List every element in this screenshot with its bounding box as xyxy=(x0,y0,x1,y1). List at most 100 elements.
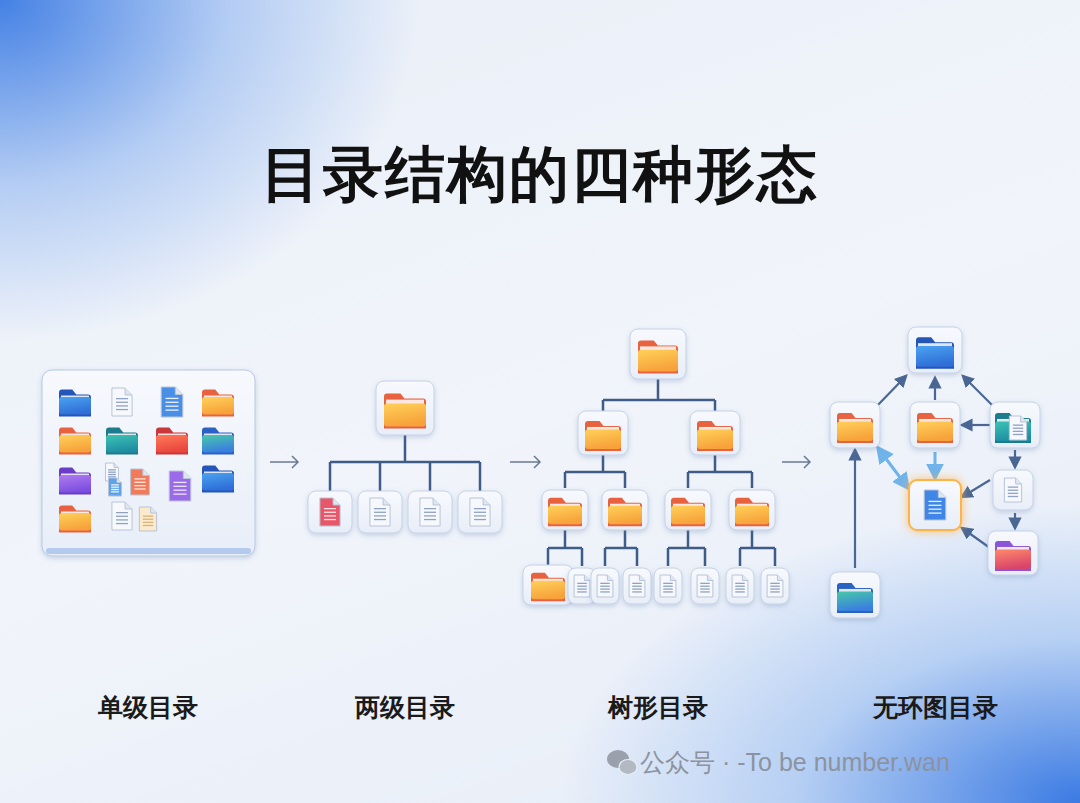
folder-icon xyxy=(106,428,138,455)
file-icon xyxy=(660,575,676,597)
wechat-icon xyxy=(607,750,637,775)
graph-link xyxy=(878,448,908,488)
icon-tile xyxy=(308,491,352,533)
file-icon xyxy=(139,507,156,531)
file-icon xyxy=(470,498,490,526)
icon-tile xyxy=(654,568,682,604)
file-icon xyxy=(161,387,183,417)
folder-icon xyxy=(59,390,91,417)
structure-label: 无环图目录 xyxy=(873,691,998,724)
icon-tile xyxy=(458,491,502,533)
icon-tile xyxy=(910,402,960,448)
folder-icon xyxy=(837,413,873,443)
folder-icon xyxy=(59,468,91,495)
folder-icon xyxy=(671,498,705,527)
icon-tile xyxy=(408,491,452,533)
tree-line xyxy=(330,432,480,492)
folder-icon xyxy=(59,506,91,533)
folder-icon xyxy=(608,498,642,527)
folder-icon xyxy=(837,583,873,613)
folder-icon xyxy=(531,573,565,602)
tree-line xyxy=(740,530,775,566)
folder-icon xyxy=(202,390,234,417)
icon-tile xyxy=(988,531,1038,575)
file-icon xyxy=(320,498,340,526)
folder-icon xyxy=(202,466,234,493)
folder-icon xyxy=(202,428,234,455)
icon-tile xyxy=(630,329,686,379)
folder-icon xyxy=(917,413,953,443)
icon-tile xyxy=(830,572,880,618)
tree-line xyxy=(688,454,752,488)
structure-label: 两级目录 xyxy=(355,691,455,724)
tree-line xyxy=(565,454,625,488)
graph-link xyxy=(1014,513,1016,528)
file-icon xyxy=(597,575,613,597)
two-level-panel xyxy=(308,381,502,533)
icon-tile xyxy=(691,568,719,604)
file-icon xyxy=(924,490,946,520)
tree-line xyxy=(668,530,705,566)
icon-tile xyxy=(542,490,588,530)
file-icon xyxy=(1004,478,1021,502)
icon-tile xyxy=(990,402,1040,448)
icon-tile xyxy=(726,568,754,604)
folder-icon xyxy=(156,428,188,455)
icon-tile xyxy=(623,568,651,604)
transition-arrow xyxy=(510,456,540,468)
file-icon xyxy=(1009,416,1026,440)
file-icon xyxy=(169,471,191,501)
graph-link xyxy=(962,424,990,426)
icon-tile xyxy=(591,568,619,604)
tree-line xyxy=(605,530,637,566)
icon-tile xyxy=(358,491,402,533)
icon-tile xyxy=(665,490,711,530)
file-icon xyxy=(420,498,440,526)
file-icon xyxy=(732,575,748,597)
folder-icon xyxy=(59,428,91,455)
icon-tile xyxy=(909,480,961,530)
title: 目录结构的四种形态 xyxy=(261,135,819,216)
tree-line xyxy=(548,530,582,566)
watermark: 公众号 · -To be number.wan xyxy=(640,746,950,779)
file-icon xyxy=(629,575,645,597)
tree-line xyxy=(603,378,715,412)
folder-icon xyxy=(916,337,954,369)
icon-tile xyxy=(993,470,1033,510)
folder-icon xyxy=(548,498,582,527)
icon-tile xyxy=(523,565,573,605)
icon-tile xyxy=(830,402,880,448)
file-icon xyxy=(767,575,783,597)
graph-link xyxy=(934,452,937,478)
file-icon xyxy=(574,575,590,597)
single-level-panel xyxy=(42,370,255,556)
transition-arrow xyxy=(270,456,298,468)
graph-link xyxy=(875,376,906,408)
folder-icon xyxy=(735,498,769,527)
graph-link xyxy=(1014,450,1016,467)
file-icon xyxy=(131,469,150,495)
folder-icon xyxy=(697,421,733,451)
tree-panel xyxy=(523,329,789,605)
folder-icon xyxy=(384,394,426,429)
folder-icon xyxy=(638,340,678,373)
icon-tile xyxy=(376,381,434,435)
acyclic-graph-panel xyxy=(830,327,1040,618)
file-icon xyxy=(370,498,390,526)
folder-icon xyxy=(995,541,1031,571)
file-icon xyxy=(112,388,132,416)
graph-link xyxy=(962,528,990,548)
transition-arrow xyxy=(782,456,810,468)
graph-link xyxy=(963,376,995,408)
structure-label: 单级目录 xyxy=(98,691,198,724)
graph-link xyxy=(854,450,856,568)
graph-link xyxy=(934,378,936,400)
icon-tile xyxy=(729,490,775,530)
file-icon xyxy=(112,502,132,530)
icon-tile xyxy=(602,490,648,530)
structure-label: 树形目录 xyxy=(608,691,708,724)
graph-link xyxy=(962,480,990,497)
folder-icon xyxy=(995,413,1031,443)
folder-icon xyxy=(585,421,621,451)
